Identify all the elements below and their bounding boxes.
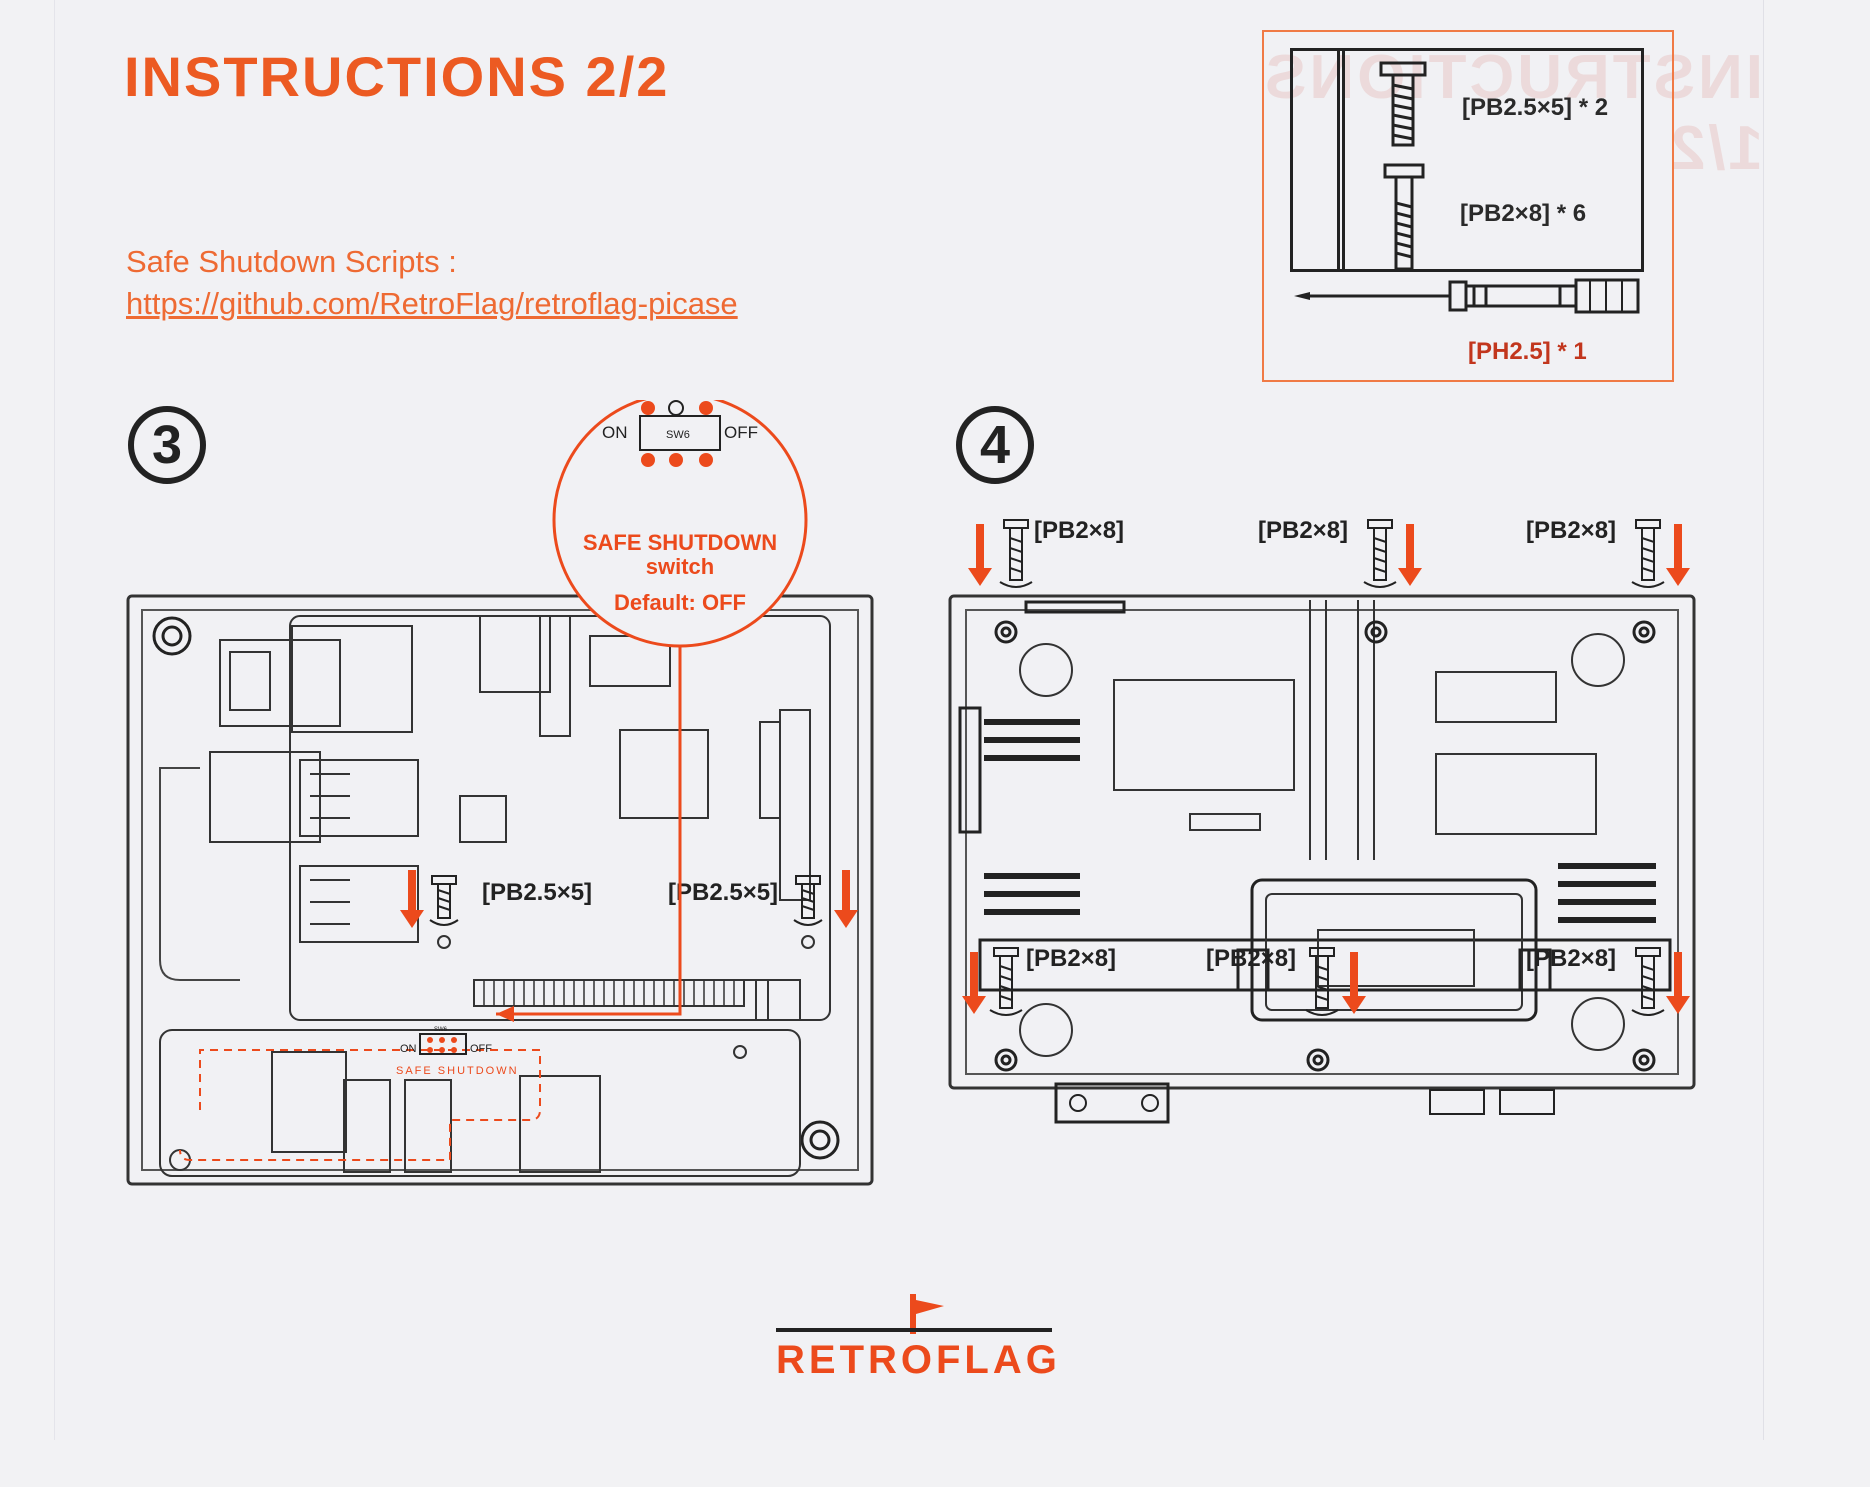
long-screw-icon	[1383, 163, 1425, 271]
page-title: INSTRUCTIONS 2/2	[124, 45, 670, 108]
retroflag-logo: RETROFLAG	[776, 1338, 1061, 1382]
screw-right-icon	[793, 875, 823, 949]
step-3-diagram: [PB2.5×5] [PB2.5×5] ON SW6 OFF SAFE SHUT…	[126, 400, 874, 1186]
scripts-label: Safe Shutdown Scripts :	[126, 244, 457, 279]
arrow-down-icon	[1342, 952, 1366, 1014]
svg-text:[PB2.5×5]: [PB2.5×5]	[482, 879, 592, 906]
step-4-number: 4	[956, 406, 1034, 484]
svg-text:[PB2×8]: [PB2×8]	[1526, 517, 1616, 544]
arrow-down-icon	[1398, 524, 1422, 586]
parts-list-box: [PB2.5×5] * 2 [PB2×8] * 6 [PH2.5] * 1	[1262, 30, 1674, 382]
svg-text:switch: switch	[646, 554, 714, 579]
arrow-down-icon	[400, 870, 424, 928]
svg-text:ON: ON	[400, 1043, 417, 1055]
screw-left-icon	[429, 875, 459, 949]
logo-rule	[776, 1328, 1052, 1332]
arrow-down-icon	[1666, 524, 1690, 586]
svg-text:[PB2×8]: [PB2×8]	[1026, 945, 1116, 972]
svg-text:[PB2×8]: [PB2×8]	[1206, 945, 1296, 972]
step-4-diagram: [PB2×8] [PB2×8] [PB2×8] [PB2×8] [PB2×8] …	[948, 517, 1696, 1124]
svg-text:SW6: SW6	[434, 1027, 448, 1033]
svg-text:[PB2×8]: [PB2×8]	[1258, 517, 1348, 544]
svg-text:[PB2×8]: [PB2×8]	[1526, 945, 1616, 972]
svg-text:[PB2×8]: [PB2×8]	[1034, 517, 1124, 544]
svg-text:[PB2.5×5]: [PB2.5×5]	[668, 879, 778, 906]
screwdriver-icon	[1294, 278, 1640, 314]
svg-text:SAFE SHUTDOWN: SAFE SHUTDOWN	[396, 1065, 519, 1077]
arrow-down-icon	[1666, 952, 1690, 1014]
svg-text:SW6: SW6	[666, 429, 690, 441]
svg-text:SAFE SHUTDOWN: SAFE SHUTDOWN	[583, 530, 777, 555]
screw-icon	[1379, 61, 1427, 147]
part-screw-b: [PB2×8] * 6	[1460, 200, 1587, 227]
step-3-number: 3	[128, 406, 206, 484]
svg-text:Default: OFF: Default: OFF	[614, 590, 746, 615]
svg-text:OFF: OFF	[724, 423, 758, 442]
part-screw-a: [PB2.5×5] * 2	[1462, 94, 1609, 121]
arrow-down-icon	[834, 870, 858, 928]
part-screwdriver: [PH2.5] * 1	[1468, 338, 1587, 365]
arrow-down-icon	[968, 524, 992, 586]
parts-inner-frame	[1290, 48, 1644, 272]
arrow-down-icon	[962, 952, 986, 1014]
svg-text:ON: ON	[602, 423, 628, 442]
scripts-link[interactable]: https://github.com/RetroFlag/retroflag-p…	[126, 286, 738, 321]
svg-text:OFF: OFF	[470, 1043, 492, 1055]
